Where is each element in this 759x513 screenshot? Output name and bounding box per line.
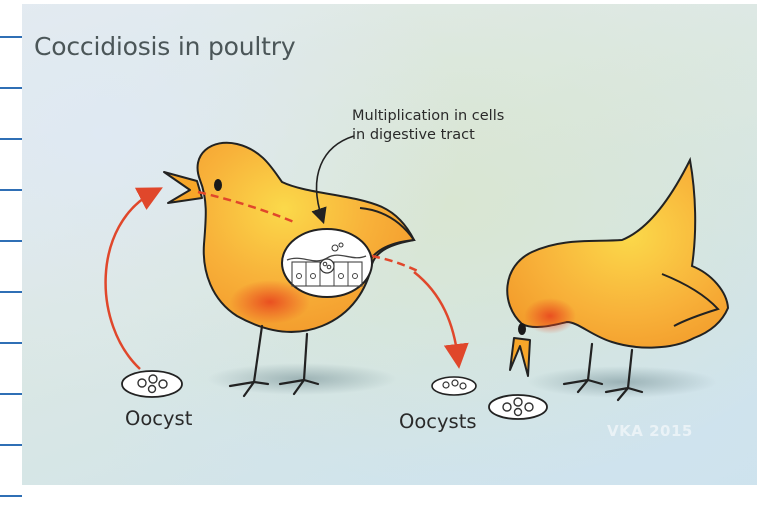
chicken-left-eye	[214, 179, 222, 191]
chicken-right-eye	[518, 323, 526, 335]
left-margin-rules	[0, 0, 22, 513]
ingestion-arrow	[106, 192, 154, 369]
margin-rule	[0, 189, 22, 191]
margin-rule	[0, 291, 22, 293]
oocyst-dish-right	[489, 395, 547, 419]
diagram-card: Coccidiosis in poultry Multiplication in…	[22, 4, 757, 485]
margin-rule	[0, 342, 22, 344]
chicken-right	[507, 160, 728, 400]
multiplication-annotation: Multiplication in cells in digestive tra…	[352, 107, 542, 145]
margin-rule	[0, 240, 22, 242]
margin-rule	[0, 36, 22, 38]
annotation-line-1: Multiplication in cells	[352, 107, 542, 126]
cell-magnification-bubble	[282, 229, 372, 297]
margin-rule	[0, 495, 22, 497]
excretion-arrow	[414, 272, 458, 359]
chicken-left	[164, 143, 420, 396]
diagram-title: Coccidiosis in poultry	[34, 32, 295, 61]
chicken-right-shadow	[527, 366, 717, 398]
margin-rule	[0, 87, 22, 89]
oocyst-dish-left	[122, 371, 182, 397]
annotation-line-2: in digestive tract	[352, 126, 542, 145]
margin-rule	[0, 444, 22, 446]
margin-rule	[0, 138, 22, 140]
oocyst-dish-middle	[432, 377, 476, 395]
chicken-right-blush	[524, 298, 576, 334]
margin-rule	[0, 393, 22, 395]
chicken-left-shadow	[207, 363, 397, 395]
copyright-watermark: VKA 2015	[607, 422, 693, 440]
chicken-left-beak	[164, 172, 202, 203]
oocysts-label: Oocysts	[399, 410, 477, 433]
chicken-right-beak	[510, 338, 530, 376]
oocyst-label: Oocyst	[125, 407, 192, 430]
